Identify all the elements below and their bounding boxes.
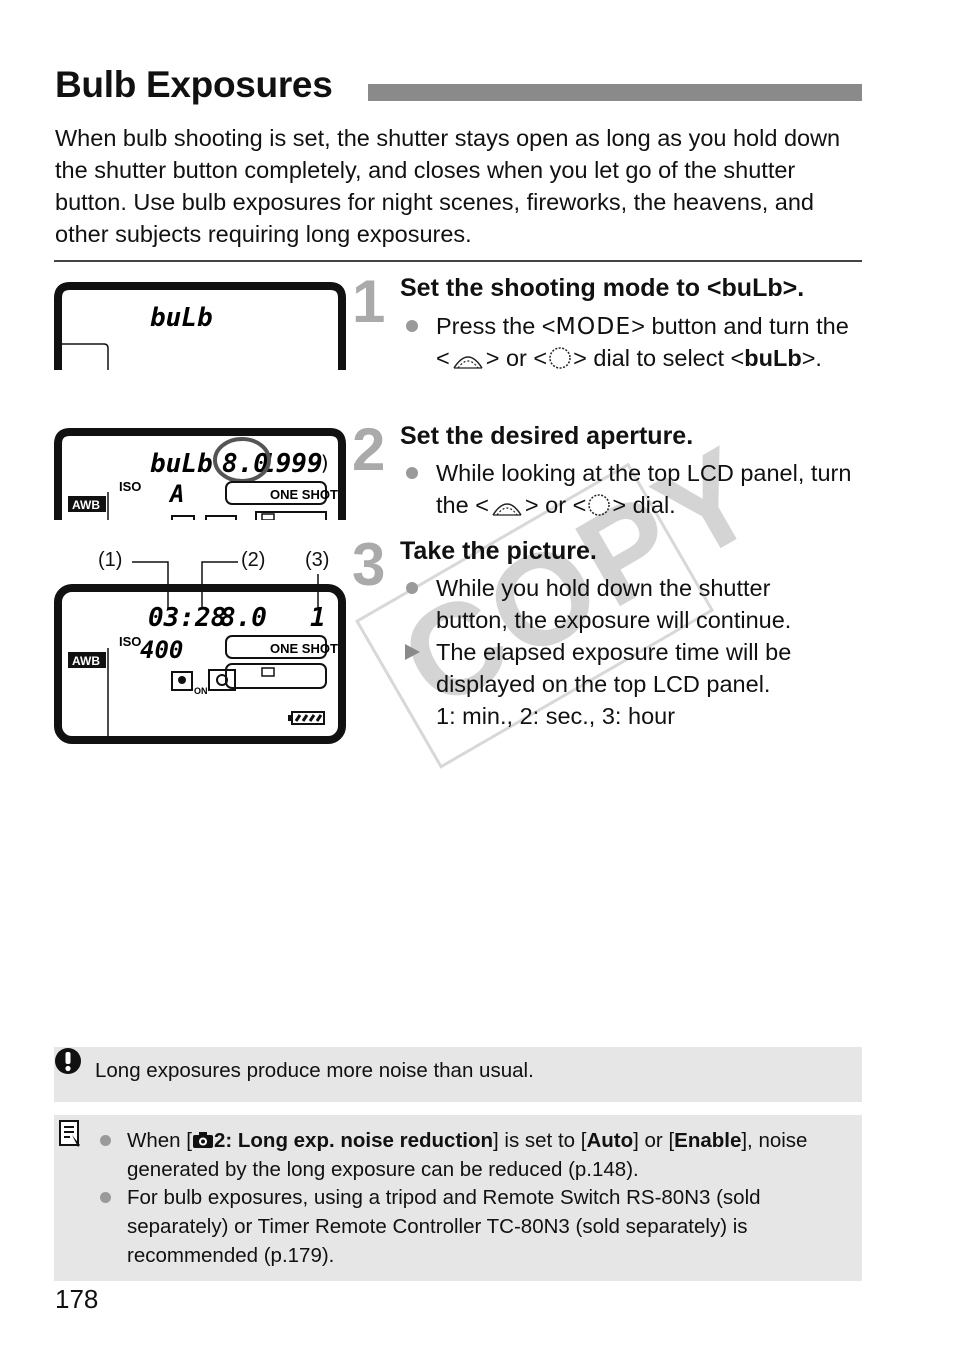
- bullet-dot: [406, 467, 418, 479]
- step-1-instruction: Press the <MODE> button and turn the <> …: [406, 310, 856, 374]
- lcd3-wb: AWB: [72, 654, 100, 668]
- quick-control-dial-icon: [588, 494, 611, 516]
- step-3-result: The elapsed exposure time will be displa…: [405, 636, 836, 732]
- step-3-number: 3: [352, 531, 386, 598]
- lcd-panel-1: buLb: [54, 282, 346, 370]
- camera-icon: [192, 1132, 213, 1148]
- lcd3-iso-label: ISO: [119, 634, 141, 649]
- quick-control-dial-icon: [549, 347, 571, 369]
- lcd2-wb: AWB: [72, 498, 100, 512]
- lcd3-hour: 1: [310, 603, 326, 633]
- caution-box: Long exposures produce more noise than u…: [54, 1047, 862, 1102]
- callout-1: (1): [98, 549, 123, 571]
- caution-icon: [55, 1048, 81, 1074]
- bullet-dot: [406, 320, 418, 332]
- step-1-number: 1: [352, 268, 386, 335]
- lcd3-af-mode: ONE SHOT: [270, 641, 338, 656]
- lcd-panel-2: buLb 8.0 1999 ) ISO A ONE SHOT AWB: [54, 428, 346, 520]
- intro-paragraph: When bulb shooting is set, the shutter s…: [55, 125, 841, 247]
- step-3-title: Take the picture.: [400, 537, 597, 565]
- lcd2-iso-value: A: [168, 480, 184, 508]
- step-2-instruction: While looking at the top LCD panel, turn…: [406, 457, 856, 521]
- svg-text:ON: ON: [194, 686, 208, 696]
- step-2-number: 2: [352, 416, 386, 483]
- bullet-dot: [100, 1192, 111, 1203]
- mode-button-label: MODE: [555, 312, 632, 340]
- lcd2-iso-label: ISO: [119, 479, 141, 494]
- title-bar-decoration: [368, 84, 862, 101]
- callout-3: (3): [305, 549, 330, 571]
- svg-text:): ): [319, 451, 331, 475]
- callout-2: (2): [241, 549, 266, 571]
- divider: [54, 260, 862, 262]
- result-arrow-icon: [405, 644, 420, 660]
- bullet-dot: [100, 1135, 111, 1146]
- main-dial-icon: [492, 503, 522, 516]
- note-item-2: For bulb exposures, using a tripod and R…: [100, 1183, 852, 1270]
- lcd1-mode: buLb: [150, 303, 213, 333]
- page-title: Bulb Exposures: [55, 64, 333, 105]
- page-number: 178: [55, 1284, 99, 1314]
- note-item-1: When [2: Long exp. noise reduction] is s…: [100, 1126, 852, 1184]
- caution-text: Long exposures produce more noise than u…: [95, 1059, 534, 1082]
- note-icon: [59, 1120, 80, 1147]
- lcd3-time: 03:28: [148, 603, 226, 633]
- lcd3-aperture: 8.0: [220, 603, 267, 633]
- lcd3-iso-value: 400: [140, 636, 183, 664]
- lcd-panel-3: 03:28 8.0 1 ISO 400 ONE SHOT AWB ON: [54, 584, 346, 744]
- main-dial-icon: [453, 356, 483, 369]
- legend-text: 1: min., 2: sec., 3: hour: [436, 703, 676, 729]
- lcd2-af-mode: ONE SHOT: [270, 487, 338, 502]
- step-2-title: Set the desired aperture.: [400, 422, 694, 450]
- lcd2-mode: buLb: [150, 449, 213, 479]
- bullet-dot: [406, 582, 418, 594]
- step-1-title: Set the shooting mode to <buLb>.: [400, 274, 805, 302]
- note-box: When [2: Long exp. noise reduction] is s…: [54, 1115, 862, 1281]
- step-3-instruction: While you hold down the shutter button, …: [406, 572, 836, 636]
